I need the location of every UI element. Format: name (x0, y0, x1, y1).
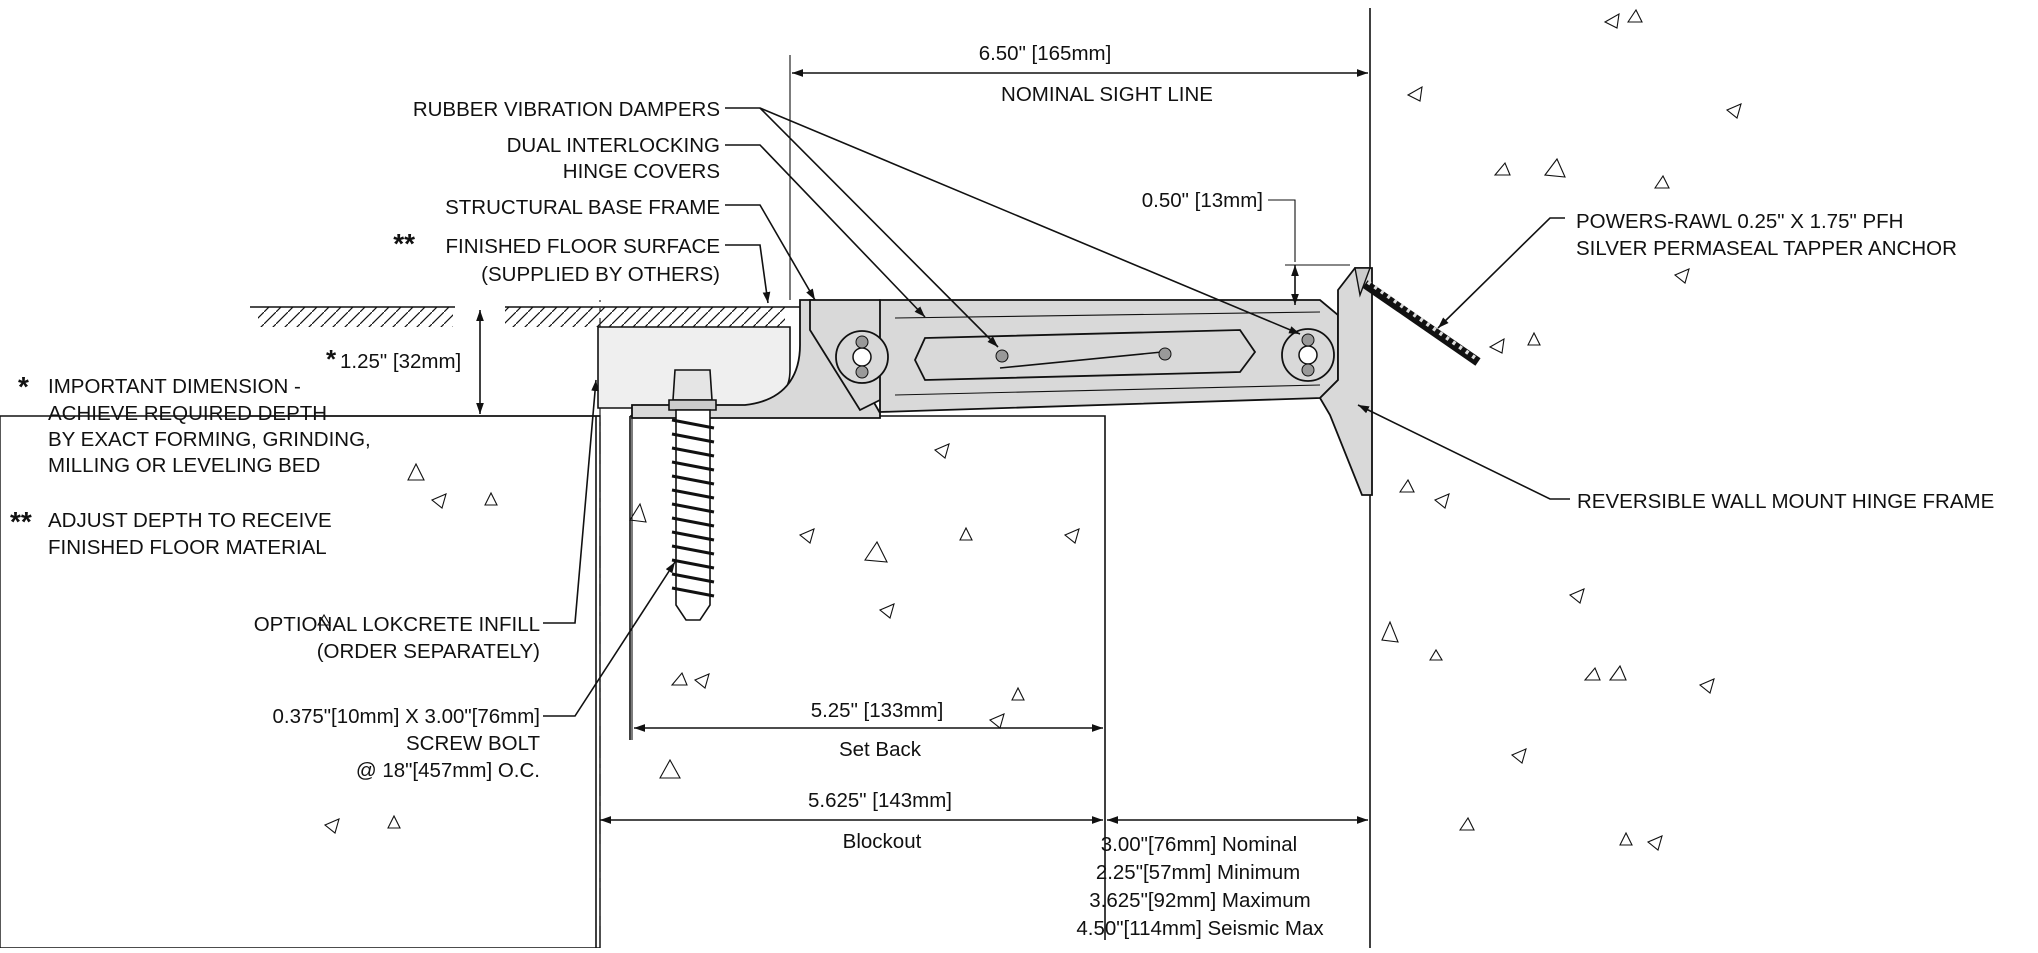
gap-nominal: 3.00"[76mm] Nominal (1101, 833, 1297, 856)
callout-base-frame: STRUCTURAL BASE FRAME (445, 196, 720, 219)
gap-maximum: 3.625"[92mm] Maximum (1089, 889, 1310, 912)
callout-bolt-1: 0.375"[10mm] X 3.00"[76mm] (272, 705, 540, 728)
callout-bolt-3: @ 18"[457mm] O.C. (356, 759, 540, 782)
top-offset-dim-text: 0.50" [13mm] (1142, 189, 1263, 212)
hinge-knuckle-right (1281, 328, 1335, 382)
floor-stars: ** (393, 228, 415, 259)
screw-bolt (668, 369, 717, 621)
callout-infill-2: (ORDER SEPARATELY) (317, 640, 540, 663)
callout-infill-1: OPTIONAL LOKCRETE INFILL (254, 613, 540, 636)
rubber-damper (995, 349, 1009, 363)
gap-minimum: 2.25"[57mm] Minimum (1096, 861, 1300, 884)
setback-label: Set Back (839, 738, 922, 761)
callout-wall-mount: REVERSIBLE WALL MOUNT HINGE FRAME (1577, 490, 1994, 513)
dim-sight-line (789, 55, 1368, 300)
setback-dim-text: 5.25" [133mm] (811, 699, 944, 722)
callout-hinge-covers-1: DUAL INTERLOCKING (507, 134, 720, 157)
blockout-label: Blockout (843, 830, 922, 853)
callout-floor-1: FINISHED FLOOR SURFACE (445, 235, 720, 258)
note1-mark: * (18, 371, 29, 402)
callout-anchor-1: POWERS-RAWL 0.25" X 1.75" PFH (1576, 210, 1903, 233)
dim-depth (415, 310, 600, 417)
leaders (543, 107, 1570, 717)
note1-line4: MILLING OR LEVELING BED (48, 454, 320, 477)
note1-line2: ACHIEVE REQUIRED DEPTH (48, 402, 327, 425)
note1-line1: IMPORTANT DIMENSION - (48, 375, 301, 398)
finished-floor-surface (250, 306, 800, 327)
note2-line2: FINISHED FLOOR MATERIAL (48, 536, 327, 559)
rubber-damper (1158, 347, 1172, 361)
depth-dim-text: 1.25" [32mm] (340, 350, 461, 373)
callout-bolt-2: SCREW BOLT (406, 732, 540, 755)
callout-floor-2: (SUPPLIED BY OTHERS) (481, 263, 720, 286)
callout-dampers: RUBBER VIBRATION DAMPERS (413, 98, 720, 121)
concrete-aggregate (317, 8, 1742, 851)
sight-line-label: NOMINAL SIGHT LINE (1001, 83, 1213, 106)
dim-setback (631, 418, 1103, 740)
hinge-knuckle-left (835, 330, 889, 384)
dual-interlocking-hinge-cover (914, 329, 1257, 381)
gap-seismic: 4.50"[114mm] Seismic Max (1076, 917, 1324, 940)
sight-line-dim-text: 6.50" [165mm] (979, 42, 1112, 65)
note2-line1: ADJUST DEPTH TO RECEIVE (48, 509, 332, 532)
callout-hinge-covers-2: HINGE COVERS (563, 160, 720, 183)
blockout-dim-text: 5.625" [143mm] (808, 789, 952, 812)
note1-line3: BY EXACT FORMING, GRINDING, (48, 428, 371, 451)
dim-top-offset (1268, 199, 1350, 305)
note2-mark: ** (10, 506, 32, 537)
tapper-anchor (1354, 267, 1481, 366)
callout-anchor-2: SILVER PERMASEAL TAPPER ANCHOR (1576, 237, 1957, 260)
depth-star: * (326, 344, 337, 374)
